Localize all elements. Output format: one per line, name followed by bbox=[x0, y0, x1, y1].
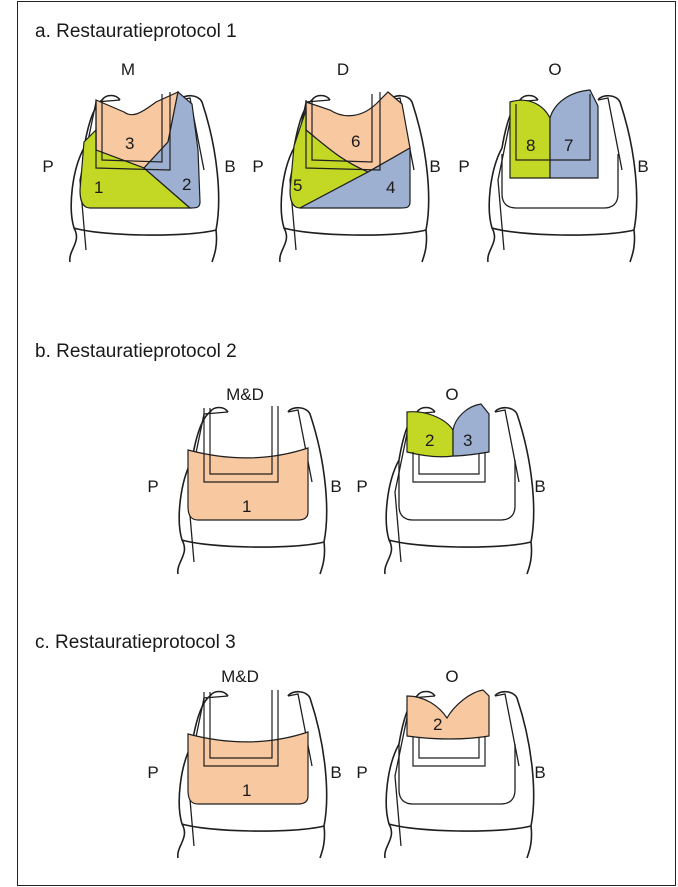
tooth-diagram-distal: 5 4 6 bbox=[270, 90, 435, 265]
view-label-left: P bbox=[147, 763, 158, 783]
region-number: 6 bbox=[351, 132, 360, 151]
view-label-right: B bbox=[224, 157, 235, 177]
region-number: 5 bbox=[293, 176, 302, 195]
section-title-c: c. Restauratieprotocol 3 bbox=[35, 632, 236, 654]
view-label-top: M&D bbox=[221, 667, 259, 687]
tooth-diagram-occlusal: 8 7 bbox=[478, 90, 643, 265]
tooth-diagram-mesial: 1 2 3 bbox=[60, 90, 225, 265]
cavity-region-blue bbox=[550, 90, 598, 178]
view-label-top: M bbox=[121, 60, 135, 80]
region-number: 2 bbox=[182, 175, 191, 194]
prep-outline bbox=[399, 460, 515, 520]
view-label-top: O bbox=[445, 667, 458, 687]
view-label-left: P bbox=[42, 157, 53, 177]
view-label-top: D bbox=[337, 60, 349, 80]
tooth-diagram-occlusal-protocol-2: 2 3 bbox=[375, 402, 540, 577]
section-title-a: a. Restauratieprotocol 1 bbox=[35, 21, 237, 43]
region-number: 8 bbox=[526, 136, 535, 155]
region-number: 3 bbox=[463, 431, 472, 450]
view-label-left: P bbox=[458, 157, 469, 177]
cavity-region-peach bbox=[407, 690, 489, 739]
section-title-b: b. Restauratieprotocol 2 bbox=[35, 341, 237, 363]
region-number: 4 bbox=[386, 178, 395, 197]
tooth-diagram-md-protocol-3: 1 bbox=[168, 686, 333, 861]
region-number: 7 bbox=[564, 136, 573, 155]
tooth-diagram-md-protocol-2: 1 bbox=[168, 402, 333, 577]
region-number: 3 bbox=[125, 134, 134, 153]
view-label-left: P bbox=[252, 157, 263, 177]
region-number: 2 bbox=[425, 431, 434, 450]
region-number: 1 bbox=[94, 178, 103, 197]
view-label-left: P bbox=[147, 477, 158, 497]
tooth-diagram-occlusal-protocol-3: 2 bbox=[375, 686, 540, 861]
region-number: 1 bbox=[242, 781, 251, 800]
prep-outline bbox=[399, 744, 515, 804]
region-number: 1 bbox=[242, 497, 251, 516]
view-label-top: O bbox=[548, 60, 561, 80]
view-label-left: P bbox=[356, 763, 367, 783]
view-label-left: P bbox=[356, 477, 367, 497]
region-number: 2 bbox=[433, 715, 442, 734]
